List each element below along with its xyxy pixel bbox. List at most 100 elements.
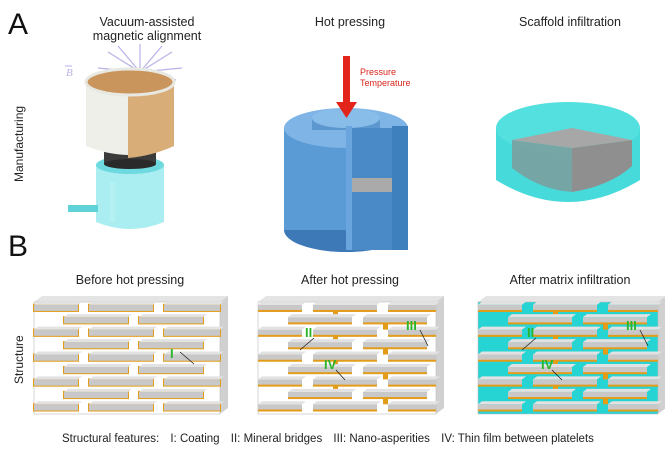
platelet-top bbox=[258, 376, 306, 380]
platelet-top bbox=[258, 326, 306, 330]
platelet bbox=[288, 342, 352, 349]
platelet bbox=[34, 304, 78, 311]
platelet-top bbox=[388, 326, 440, 330]
thin-film bbox=[583, 397, 647, 400]
platelet-top bbox=[288, 388, 356, 392]
platelet bbox=[478, 329, 522, 336]
platelet-top bbox=[583, 339, 651, 343]
platelet-top bbox=[608, 401, 662, 405]
thin-film bbox=[288, 322, 352, 325]
platelet bbox=[258, 404, 302, 411]
thin-film bbox=[258, 359, 302, 362]
platelet bbox=[64, 391, 128, 399]
platelet bbox=[478, 304, 522, 311]
platelet-top bbox=[258, 351, 306, 355]
thin-film bbox=[583, 322, 647, 325]
thin-film bbox=[388, 384, 436, 387]
platelet-top bbox=[34, 326, 82, 330]
platelet bbox=[608, 379, 658, 386]
platelet bbox=[388, 404, 436, 411]
platelet bbox=[64, 366, 128, 374]
thin-film bbox=[508, 397, 572, 400]
platelet-top bbox=[478, 301, 526, 305]
thin-film bbox=[363, 372, 427, 375]
thin-film bbox=[478, 384, 522, 387]
platelet bbox=[583, 391, 647, 399]
panel-letter-b: B bbox=[8, 230, 29, 263]
block-top-face bbox=[478, 296, 665, 302]
platelet bbox=[258, 354, 302, 361]
marker-leader-line bbox=[299, 337, 315, 351]
step-title-after-matrix-infiltration: After matrix infiltration bbox=[509, 273, 631, 287]
marker-coating: I bbox=[170, 346, 174, 361]
platelet bbox=[363, 342, 427, 349]
platelet-top bbox=[89, 376, 157, 380]
thin-film bbox=[478, 409, 522, 412]
marker-nano-asperities-b3: III bbox=[626, 318, 637, 333]
mineral-bridge bbox=[603, 373, 608, 380]
platelet-top bbox=[363, 363, 431, 367]
marker-mineral-bridges-b3: II bbox=[527, 325, 535, 340]
platelet-top bbox=[313, 326, 381, 330]
platelet bbox=[533, 379, 597, 386]
platelet-top bbox=[34, 401, 82, 405]
thin-film bbox=[533, 384, 597, 387]
marker-leader-line bbox=[551, 369, 563, 381]
platelet-top bbox=[164, 301, 224, 305]
mineral-bridge bbox=[333, 335, 338, 343]
thin-film bbox=[533, 409, 597, 412]
platelet-top bbox=[388, 301, 440, 305]
platelet bbox=[34, 379, 78, 386]
pressure-temperature-label: Pressure Temperature bbox=[360, 67, 411, 88]
marker-mineral-bridges-b2: II bbox=[305, 325, 313, 340]
platelet-top bbox=[313, 401, 381, 405]
platelet bbox=[89, 329, 153, 336]
platelet bbox=[478, 379, 522, 386]
mineral-bridge bbox=[333, 360, 338, 367]
step-title-scaffold-infiltration: Scaffold infiltration bbox=[519, 15, 621, 29]
platelet bbox=[288, 391, 352, 399]
platelet-top bbox=[64, 314, 132, 318]
cup-cutaway bbox=[128, 82, 174, 158]
platelet-top bbox=[313, 301, 381, 305]
structural-features-caption: Structural features: I: Coating II: Mine… bbox=[62, 433, 602, 445]
platelet-top bbox=[388, 351, 440, 355]
platelet-top bbox=[313, 351, 381, 355]
mineral-bridge bbox=[553, 385, 558, 392]
thin-film bbox=[388, 409, 436, 412]
block-side-face bbox=[436, 296, 444, 414]
platelet-top bbox=[64, 339, 132, 343]
platelet-top bbox=[533, 326, 601, 330]
mineral-bridge bbox=[383, 323, 388, 330]
platelet-top bbox=[139, 363, 207, 367]
platelet-top bbox=[478, 376, 526, 380]
platelet-top bbox=[533, 351, 601, 355]
platelet-top bbox=[363, 339, 431, 343]
platelet bbox=[288, 317, 352, 324]
platelet-top bbox=[533, 401, 601, 405]
platelet bbox=[583, 317, 647, 324]
platelet bbox=[388, 329, 436, 336]
platelet bbox=[288, 366, 352, 374]
thin-film bbox=[508, 372, 572, 375]
platelet-top bbox=[258, 301, 306, 305]
platelet bbox=[388, 379, 436, 386]
platelet bbox=[64, 342, 128, 349]
marker-thin-film-b3: IV bbox=[541, 357, 554, 372]
platelet-top bbox=[388, 401, 440, 405]
block-side-face bbox=[220, 296, 228, 414]
platelet bbox=[608, 329, 658, 336]
platelet bbox=[34, 354, 78, 361]
platelet-top bbox=[508, 388, 576, 392]
thin-film bbox=[608, 309, 658, 312]
platelet bbox=[89, 304, 153, 311]
thin-film bbox=[288, 372, 352, 375]
platelet bbox=[34, 329, 78, 336]
platelet bbox=[313, 404, 377, 411]
scaffold-cutaway bbox=[512, 140, 572, 192]
field-label: B bbox=[66, 67, 73, 79]
platelet bbox=[363, 391, 427, 399]
platelet bbox=[139, 317, 203, 324]
platelet-top bbox=[478, 326, 526, 330]
